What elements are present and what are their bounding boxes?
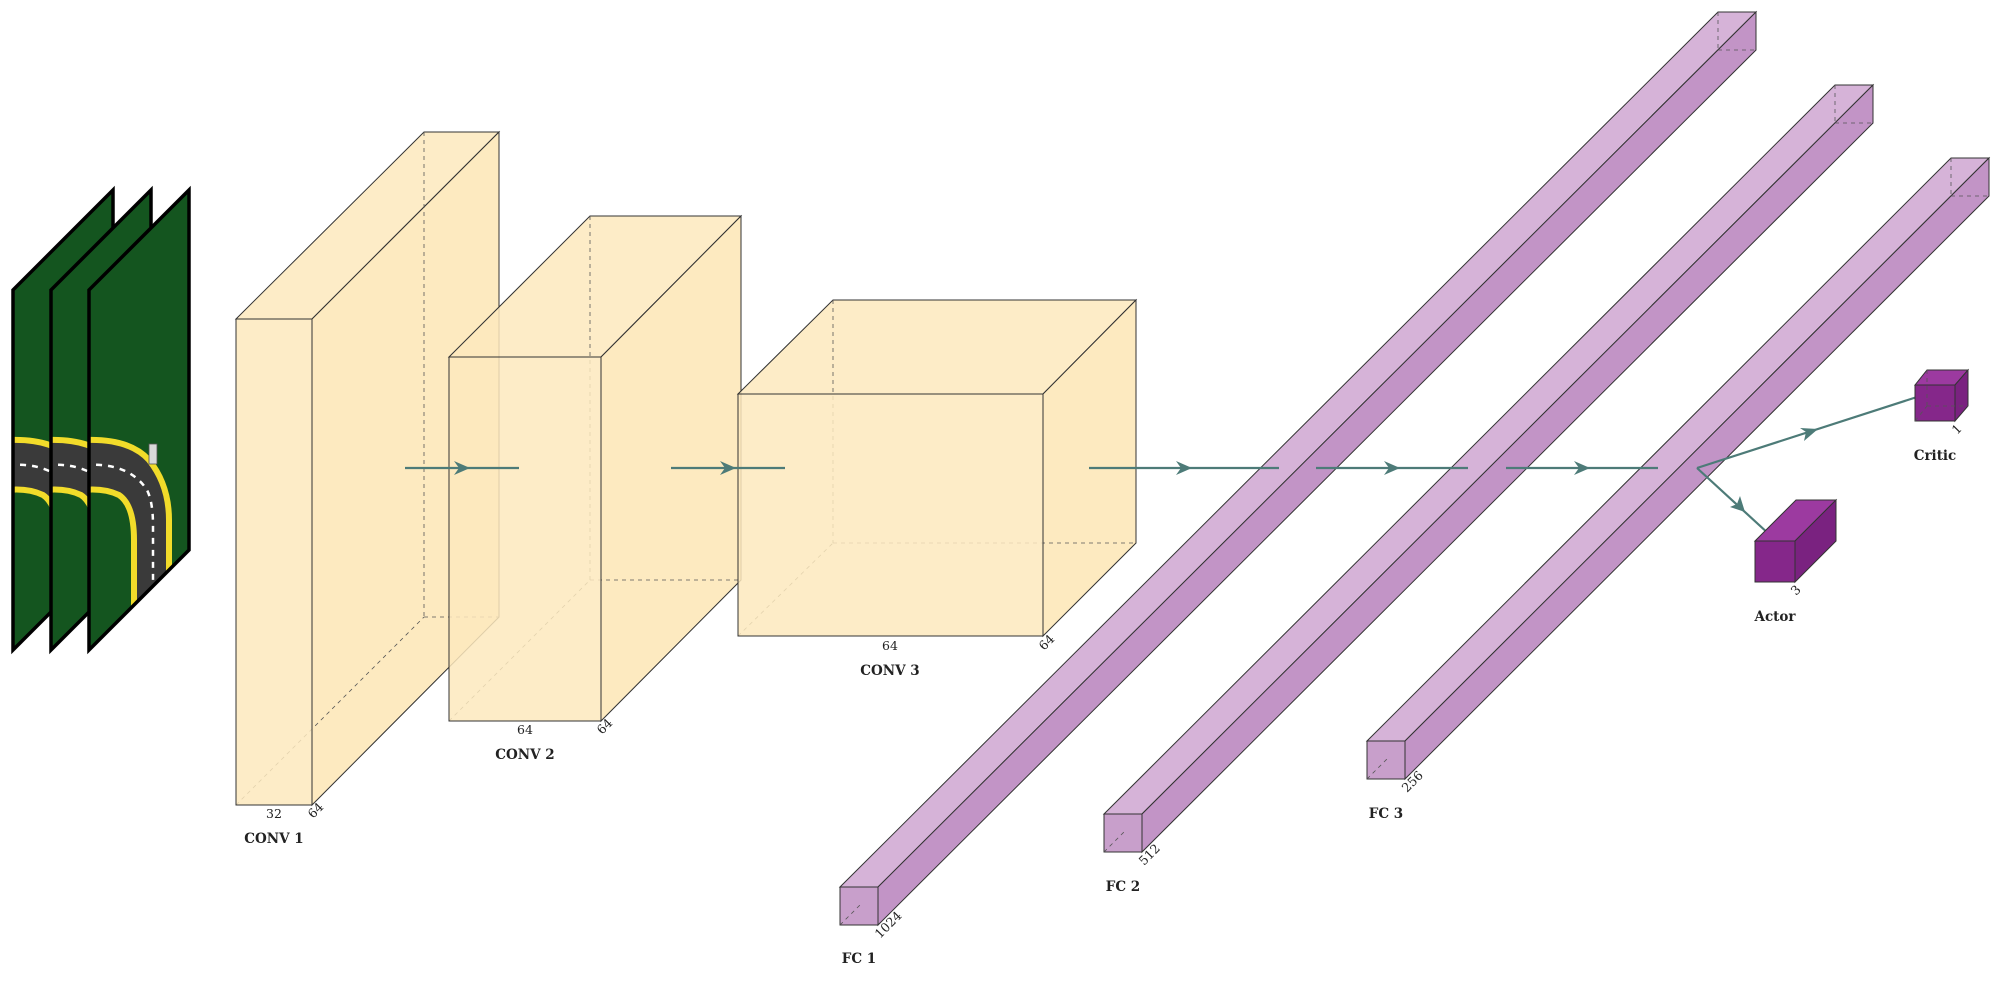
critic-dim: 1	[1949, 421, 1965, 437]
conv1-width-dim: 32	[266, 806, 282, 821]
arrowhead-icon	[1800, 428, 1818, 441]
actor-connection	[1696, 467, 1771, 536]
arrowhead-icon	[1384, 461, 1400, 475]
fc2-label: FC 2	[1106, 879, 1140, 895]
actor-dim: 3	[1788, 582, 1804, 598]
conv2-width-dim: 64	[517, 722, 533, 737]
fc1-label: FC 1	[842, 951, 876, 967]
fc2-block: 512 FC 2	[1102, 83, 1875, 895]
conv3-label: CONV 3	[860, 663, 919, 679]
conv3-block: 64 64 CONV 3	[736, 298, 1138, 679]
connections	[405, 395, 1918, 536]
conv1-label: CONV 1	[244, 831, 303, 847]
arrowhead-icon	[1176, 461, 1192, 475]
actor-block: 3 Actor	[1753, 498, 1838, 625]
conv2-label: CONV 2	[495, 747, 554, 763]
input-frames	[8, 185, 194, 655]
arrowhead-icon	[720, 461, 736, 475]
critic-label: Critic	[1914, 448, 1957, 464]
critic-block: 1 Critic	[1914, 368, 1970, 464]
fc3-label: FC 3	[1369, 806, 1403, 822]
arrowhead-icon	[454, 461, 470, 475]
actor-label: Actor	[1753, 609, 1796, 625]
arrowhead-icon	[1730, 496, 1745, 512]
conv3-width-dim: 64	[882, 638, 898, 653]
arrowhead-icon	[1574, 461, 1590, 475]
